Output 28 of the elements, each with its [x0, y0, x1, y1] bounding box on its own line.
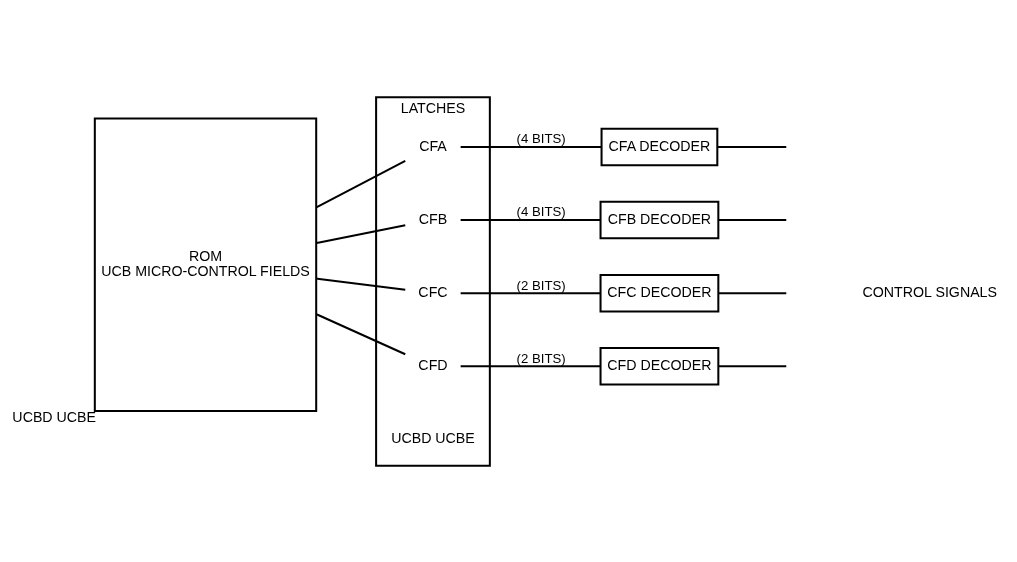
connector [460, 364, 600, 367]
node-box: CFC DECODER [599, 273, 719, 312]
edge-label: (4 BITS) [516, 130, 566, 146]
node-box: CFD DECODER [599, 346, 719, 386]
connector [718, 291, 786, 294]
edge-label: (2 BITS) [516, 350, 566, 366]
node-text: CFB [418, 210, 447, 227]
edge-label: (2 BITS) [516, 277, 566, 293]
node-text: CFD [417, 356, 448, 373]
node-box: CFA DECODER [600, 127, 718, 166]
node-label: UCBD UCBE [390, 429, 475, 446]
node-box: CFB DECODER [599, 200, 719, 239]
node-text: CFA [418, 137, 447, 154]
node-text: CFC [417, 283, 448, 300]
connector [315, 223, 405, 244]
connector [315, 159, 406, 208]
node-label: UCBD UCBE [11, 408, 96, 425]
connector [460, 291, 600, 294]
connector [315, 312, 406, 355]
connector [717, 145, 786, 148]
connector [718, 218, 786, 221]
connector [460, 145, 601, 148]
connector [460, 218, 600, 221]
node-box: ROM UCB MICRO-CONTROL FIELDS [93, 117, 317, 412]
edge-label: (4 BITS) [516, 203, 566, 219]
connector [315, 277, 405, 291]
label: CONTROL SIGNALS [862, 283, 997, 300]
connector [718, 364, 786, 367]
